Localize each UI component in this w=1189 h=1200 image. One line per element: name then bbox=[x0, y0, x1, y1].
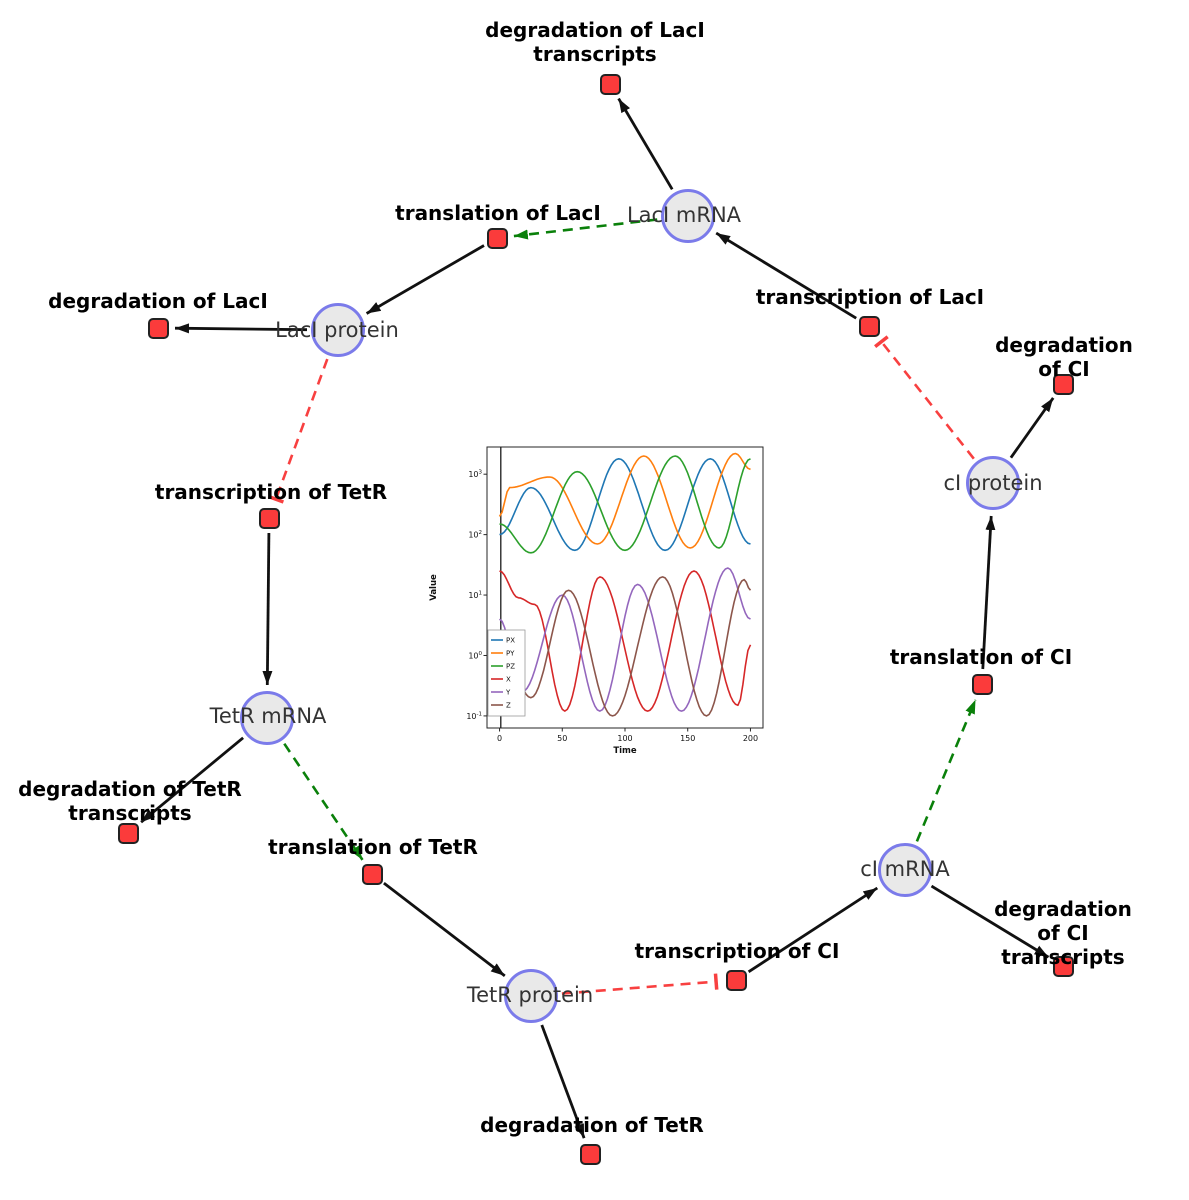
species-label-tetr_mrna: TetR mRNA bbox=[209, 704, 327, 728]
reaction-label-r_tx_laci: transcription of LacI bbox=[755, 285, 985, 309]
edge-consumption-laci_mrna-to-r_deg_laci_tx bbox=[617, 97, 674, 191]
edge-inhibition-ci_protein-to-r_tx_laci bbox=[874, 335, 975, 460]
reaction-node-r_deg_laci_tx[interactable] bbox=[599, 73, 621, 95]
reaction-node-r_deg_laci[interactable] bbox=[147, 317, 169, 339]
y-tick-label: 100 bbox=[468, 651, 482, 661]
reaction-node-r_deg_tetr[interactable] bbox=[579, 1143, 601, 1165]
reaction-node-r_tx_tetr[interactable] bbox=[258, 507, 280, 529]
species-label-tetr_protein: TetR protein bbox=[466, 983, 594, 1007]
reaction-node-r_deg_ci[interactable] bbox=[1052, 373, 1074, 395]
reaction-label-r_deg_ci: degradation of CI bbox=[995, 333, 1133, 381]
species-label-laci_protein: LacI protein bbox=[275, 318, 399, 342]
edge-modifier-laci_mrna-to-r_transl_laci bbox=[513, 218, 658, 240]
edge-production-r_tx_tetr-to-tetr_mrna bbox=[262, 532, 273, 686]
x-tick-label: 0 bbox=[497, 734, 502, 743]
reaction-label-r_deg_laci_tx: degradation of LacI transcripts bbox=[485, 18, 705, 66]
reaction-label-r_deg_tetr: degradation of TetR bbox=[480, 1113, 704, 1137]
series-line-PY bbox=[498, 452, 751, 549]
reaction-node-r_transl_ci[interactable] bbox=[971, 673, 993, 695]
species-node-laci_protein[interactable] bbox=[311, 303, 365, 357]
y-tick-label: 101 bbox=[468, 591, 482, 601]
reaction-node-r_deg_tetr_tx[interactable] bbox=[117, 822, 139, 844]
x-tick-label: 200 bbox=[743, 734, 758, 743]
y-tick-label: 103 bbox=[468, 470, 482, 480]
edge-modifier-ci_mrna-to-r_transl_ci bbox=[915, 699, 977, 842]
reaction-label-r_deg_laci: degradation of LacI bbox=[48, 289, 268, 313]
reaction-node-r_deg_ci_tx[interactable] bbox=[1052, 955, 1074, 977]
legend-label-X: X bbox=[506, 676, 511, 684]
edge-consumption-ci_mrna-to-r_deg_ci_tx bbox=[930, 884, 1050, 959]
reaction-label-r_transl_laci: translation of LacI bbox=[395, 201, 601, 225]
species-label-ci_protein: cI protein bbox=[943, 471, 1043, 495]
species-label-laci_mrna: LacI mRNA bbox=[626, 203, 742, 227]
edge-production-r_transl_ci-to-ci_protein bbox=[981, 515, 996, 670]
edge-consumption-tetr_mrna-to-r_deg_tetr_tx bbox=[140, 736, 244, 824]
series-line-PX bbox=[499, 458, 751, 552]
series-line-PZ bbox=[499, 455, 751, 554]
edge-modifier-tetr_mrna-to-r_transl_tetr bbox=[283, 742, 364, 861]
series-line-Y bbox=[498, 567, 751, 712]
edge-consumption-ci_protein-to-r_deg_ci bbox=[1009, 397, 1055, 459]
species-node-ci_mrna[interactable] bbox=[878, 843, 932, 897]
species-node-ci_protein[interactable] bbox=[966, 456, 1020, 510]
edge-production-r_tx_ci-to-ci_mrna bbox=[747, 886, 879, 973]
species-node-tetr_mrna[interactable] bbox=[240, 691, 294, 745]
x-tick-label: 100 bbox=[617, 734, 632, 743]
legend-box bbox=[487, 629, 526, 717]
reaction-node-r_transl_tetr[interactable] bbox=[361, 863, 383, 885]
edge-production-r_transl_laci-to-laci_protein bbox=[365, 244, 485, 315]
legend-label-PZ: PZ bbox=[506, 663, 515, 671]
x-tick-label: 50 bbox=[557, 734, 567, 743]
species-label-ci_mrna: cI mRNA bbox=[860, 857, 950, 881]
reaction-label-r_deg_tetr_tx: degradation of TetR transcripts bbox=[18, 777, 242, 825]
legend-label-Z: Z bbox=[506, 702, 511, 710]
reaction-node-r_transl_laci[interactable] bbox=[486, 227, 508, 249]
species-node-laci_mrna[interactable] bbox=[661, 189, 715, 243]
legend-label-PX: PX bbox=[506, 637, 515, 645]
series-line-Z bbox=[499, 576, 752, 717]
x-tick-label: 150 bbox=[680, 734, 695, 743]
reaction-node-r_tx_laci[interactable] bbox=[858, 315, 880, 337]
reaction-label-r_deg_ci_tx: degradation of CI transcripts bbox=[994, 897, 1132, 969]
edge-production-r_transl_tetr-to-tetr_protein bbox=[383, 881, 506, 978]
edge-production-r_tx_laci-to-laci_mrna bbox=[715, 231, 857, 320]
reaction-label-r_transl_ci: translation of CI bbox=[889, 645, 1073, 669]
edge-inhibition-tetr_protein-to-r_tx_ci bbox=[561, 973, 719, 995]
edge-consumption-tetr_protein-to-r_deg_tetr bbox=[540, 1024, 586, 1139]
legend-label-PY: PY bbox=[506, 650, 515, 658]
species-node-tetr_protein[interactable] bbox=[504, 969, 558, 1023]
reaction-label-r_tx_tetr: transcription of TetR bbox=[154, 480, 388, 504]
reaction-label-r_transl_tetr: translation of TetR bbox=[268, 835, 478, 859]
reaction-node-r_tx_ci[interactable] bbox=[725, 969, 747, 991]
y-axis-label: Value bbox=[429, 574, 439, 601]
x-axis-label: Time bbox=[613, 746, 637, 756]
y-tick-label: 10-1 bbox=[466, 711, 482, 721]
series-line-X bbox=[499, 570, 752, 712]
legend-label-Y: Y bbox=[505, 689, 511, 697]
edge-consumption-laci_protein-to-r_deg_laci bbox=[174, 323, 308, 334]
y-tick-label: 102 bbox=[468, 530, 482, 540]
reaction-label-r_tx_ci: transcription of CI bbox=[634, 939, 840, 963]
edge-inhibition-laci_protein-to-r_tx_tetr bbox=[267, 358, 329, 504]
